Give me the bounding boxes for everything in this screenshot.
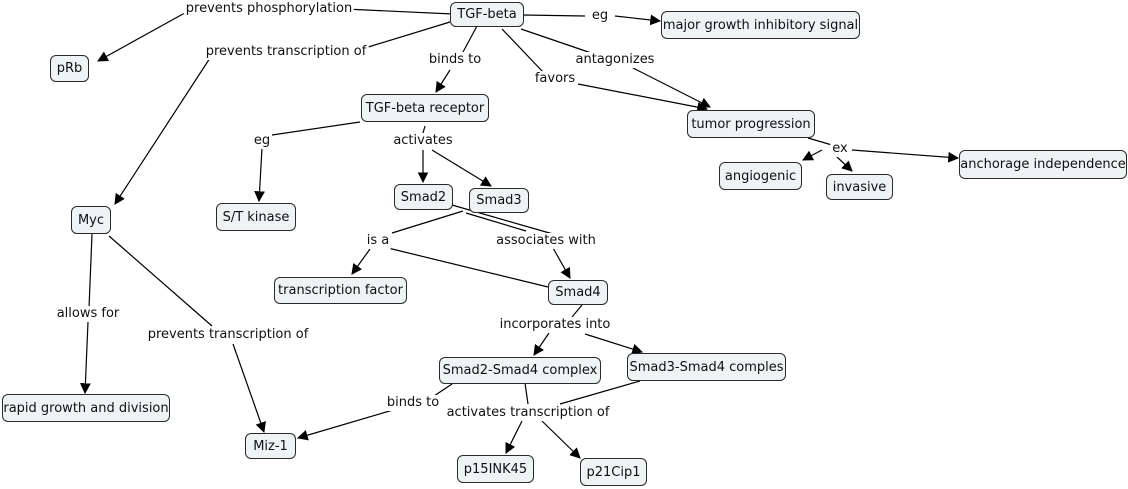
node-smad2-smad4-complex[interactable]: Smad2-Smad4 complex bbox=[439, 357, 601, 384]
link-incorporates-into: incorporates into bbox=[497, 317, 613, 333]
node-transcription-factor[interactable]: transcription factor bbox=[274, 277, 407, 304]
node-anchorage-independence[interactable]: anchorage independence bbox=[959, 150, 1127, 179]
node-invasive[interactable]: invasive bbox=[826, 174, 893, 200]
link-activates-transcription: activates transcription of bbox=[444, 405, 612, 421]
line-connector bbox=[451, 204, 554, 235]
node-smad3[interactable]: Smad3 bbox=[469, 188, 529, 213]
arrow-connector bbox=[541, 420, 581, 459]
link-eg-top: eg bbox=[589, 8, 611, 24]
arrow-connector bbox=[584, 333, 644, 355]
line-connector bbox=[559, 380, 641, 405]
arrow-connector bbox=[552, 247, 571, 279]
node-tgf-beta[interactable]: TGF-beta bbox=[450, 2, 524, 27]
arrow-connector bbox=[614, 14, 662, 26]
link-prevents-transcription-2: prevents transcription of bbox=[145, 327, 311, 343]
arrow-connector bbox=[431, 149, 492, 187]
node-angiogenic[interactable]: angiogenic bbox=[719, 162, 802, 190]
node-smad2[interactable]: Smad2 bbox=[394, 184, 453, 210]
arrow-connector bbox=[577, 83, 709, 113]
arrow-connector bbox=[232, 343, 266, 434]
link-antagonizes: antagonizes bbox=[573, 52, 657, 68]
line-connector bbox=[524, 382, 529, 405]
node-tgf-beta-receptor[interactable]: TGF-beta receptor bbox=[361, 94, 489, 122]
arrow-connector bbox=[802, 149, 823, 161]
link-binds-to-2: binds to bbox=[384, 395, 442, 411]
line-connector bbox=[108, 235, 213, 327]
arrow-connector bbox=[505, 420, 523, 454]
arrow-connector bbox=[296, 409, 394, 441]
link-prevents-phosphorylation: prevents phosphorylation bbox=[183, 1, 355, 17]
arrow-connector bbox=[254, 147, 265, 203]
arrow-connector bbox=[351, 248, 371, 275]
link-prevents-transcription-1: prevents transcription of bbox=[203, 44, 369, 60]
line-connector bbox=[364, 21, 451, 49]
link-activates: activates bbox=[391, 133, 455, 149]
node-major-growth-inhibitory-signal[interactable]: major growth inhibitory signal bbox=[661, 11, 860, 39]
line-connector bbox=[520, 28, 601, 57]
arrow-connector bbox=[851, 149, 960, 163]
line-connector bbox=[433, 383, 453, 397]
node-tumor-progression[interactable]: tumor progression bbox=[687, 110, 815, 138]
line-connector bbox=[422, 125, 426, 134]
line-connector bbox=[501, 28, 544, 73]
link-binds-to-1: binds to bbox=[426, 52, 484, 68]
arrow-connector bbox=[97, 8, 193, 62]
line-connector bbox=[462, 25, 478, 53]
line-connector bbox=[344, 8, 454, 15]
arrow-connector bbox=[632, 67, 711, 108]
line-connector bbox=[271, 121, 361, 136]
arrow-connector bbox=[80, 321, 91, 395]
node-smad3-smad4-complex[interactable]: Smad3-Smad4 comples bbox=[627, 353, 786, 381]
node-smad4[interactable]: Smad4 bbox=[548, 280, 608, 305]
link-allows-for: allows for bbox=[54, 306, 122, 322]
line-connector bbox=[465, 212, 527, 232]
line-connector bbox=[807, 137, 833, 146]
node-myc[interactable]: Myc bbox=[71, 206, 111, 234]
line-connector bbox=[387, 247, 549, 288]
link-associates-with: associates with bbox=[494, 233, 598, 249]
node-st-kinase[interactable]: S/T kinase bbox=[216, 203, 296, 231]
line-connector bbox=[88, 233, 93, 309]
link-is-a: is a bbox=[364, 233, 392, 249]
node-p21cip1[interactable]: p21Cip1 bbox=[580, 458, 647, 486]
link-eg-receptor: eg bbox=[251, 133, 273, 149]
arrow-connector bbox=[114, 57, 211, 205]
line-connector bbox=[571, 304, 583, 318]
link-ex: ex bbox=[830, 141, 850, 157]
line-connector bbox=[391, 210, 464, 234]
link-favors: favors bbox=[532, 71, 578, 87]
arrow-connector bbox=[533, 332, 550, 356]
node-miz-1[interactable]: Miz-1 bbox=[245, 433, 296, 459]
node-rapid-growth-and-division[interactable]: rapid growth and division bbox=[2, 394, 170, 422]
node-p15ink45[interactable]: p15INK45 bbox=[457, 455, 534, 483]
arrow-connector bbox=[836, 156, 853, 172]
arrow-connector bbox=[435, 69, 451, 93]
node-prb[interactable]: pRb bbox=[50, 55, 89, 82]
line-connector bbox=[522, 14, 586, 17]
